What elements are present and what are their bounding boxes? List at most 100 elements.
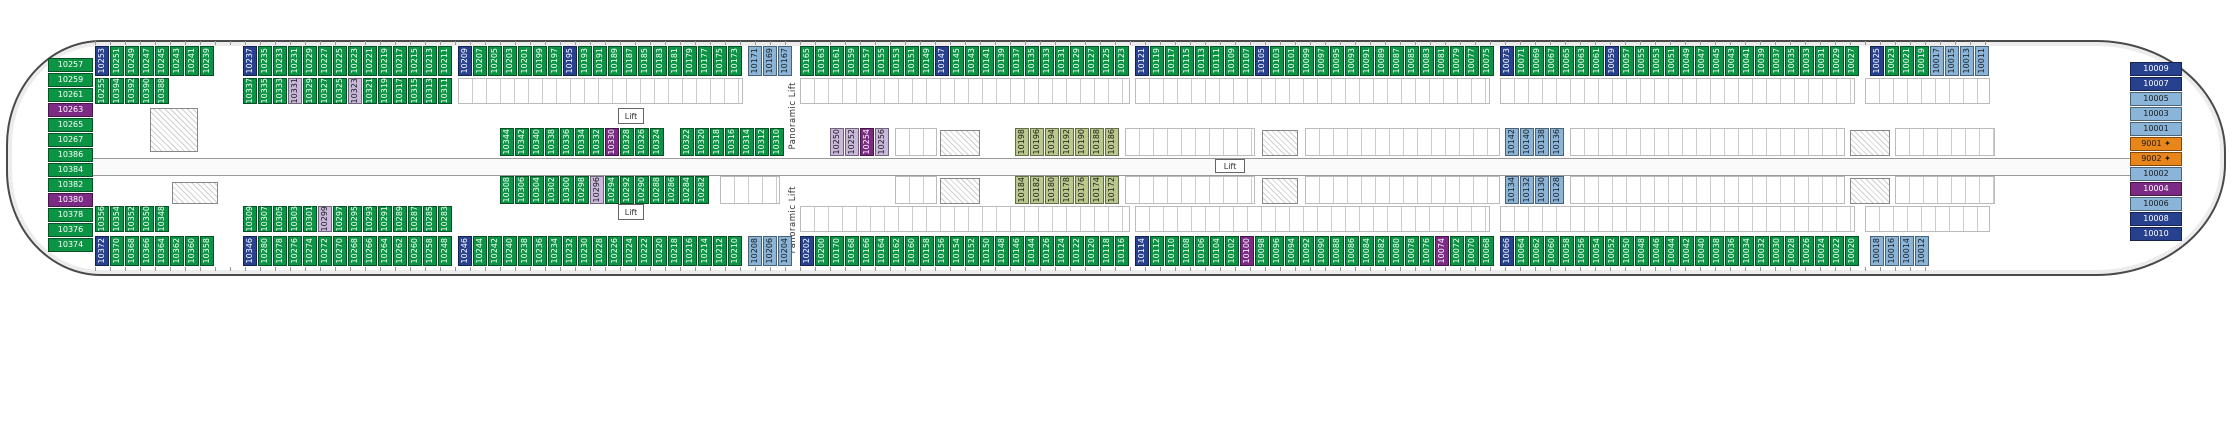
cabin-10136[interactable]: 10136 [1550, 128, 1564, 156]
cabin-10213[interactable]: 10213 [423, 46, 437, 76]
cabin-10276[interactable]: 10276 [288, 236, 302, 266]
cabin-10148[interactable]: 10148 [995, 236, 1009, 266]
cabin-10027[interactable]: 10027 [1845, 46, 1859, 76]
cabin-10257[interactable]: 10257 [48, 58, 93, 72]
cabin-10120[interactable]: 10120 [1085, 236, 1099, 266]
cabin-10077[interactable]: 10077 [1465, 46, 1479, 76]
cabin-10219[interactable]: 10219 [378, 46, 392, 76]
cabin-10388[interactable]: 10388 [155, 78, 169, 104]
cabin-10204[interactable]: 10204 [778, 236, 792, 266]
cabin-10159[interactable]: 10159 [845, 46, 859, 76]
cabin-10255[interactable]: 10255 [95, 78, 109, 104]
cabin-10260[interactable]: 10260 [408, 236, 422, 266]
cabin-10248[interactable]: 10248 [438, 236, 452, 266]
cabin-10313[interactable]: 10313 [423, 78, 437, 104]
cabin-10321[interactable]: 10321 [363, 78, 377, 104]
cabin-10080[interactable]: 10080 [1390, 236, 1404, 266]
cabin-10176[interactable]: 10176 [1075, 176, 1089, 204]
cabin-10021[interactable]: 10021 [1900, 46, 1914, 76]
cabin-10122[interactable]: 10122 [1070, 236, 1084, 266]
cabin-10082[interactable]: 10082 [1375, 236, 1389, 266]
cabin-10030[interactable]: 10030 [1770, 236, 1784, 266]
cabin-10228[interactable]: 10228 [593, 236, 607, 266]
cabin-10107[interactable]: 10107 [1240, 46, 1254, 76]
cabin-10068[interactable]: 10068 [1480, 236, 1494, 266]
cabin-10106[interactable]: 10106 [1195, 236, 1209, 266]
cabin-10061[interactable]: 10061 [1590, 46, 1604, 76]
cabin-10302[interactable]: 10302 [545, 176, 559, 204]
cabin-10043[interactable]: 10043 [1725, 46, 1739, 76]
cabin-10144[interactable]: 10144 [1025, 236, 1039, 266]
cabin-10035[interactable]: 10035 [1785, 46, 1799, 76]
cabin-10333[interactable]: 10333 [273, 78, 287, 104]
cabin-10163[interactable]: 10163 [815, 46, 829, 76]
cabin-10085[interactable]: 10085 [1405, 46, 1419, 76]
cabin-10195[interactable]: 10195 [563, 46, 577, 76]
cabin-10086[interactable]: 10086 [1345, 236, 1359, 266]
cabin-10081[interactable]: 10081 [1435, 46, 1449, 76]
cabin-10126[interactable]: 10126 [1040, 236, 1054, 266]
cabin-10037[interactable]: 10037 [1770, 46, 1784, 76]
cabin-10044[interactable]: 10044 [1665, 236, 1679, 266]
cabin-10147[interactable]: 10147 [935, 46, 949, 76]
cabin-10239[interactable]: 10239 [200, 46, 214, 76]
cabin-10114[interactable]: 10114 [1135, 236, 1149, 266]
cabin-10206[interactable]: 10206 [763, 236, 777, 266]
cabin-10308[interactable]: 10308 [500, 176, 514, 204]
cabin-10070[interactable]: 10070 [1465, 236, 1479, 266]
cabin-10184[interactable]: 10184 [1015, 176, 1029, 204]
cabin-10280[interactable]: 10280 [258, 236, 272, 266]
cabin-10181[interactable]: 10181 [668, 46, 682, 76]
cabin-10142[interactable]: 10142 [1505, 128, 1519, 156]
cabin-10287[interactable]: 10287 [408, 206, 422, 232]
cabin-10010[interactable]: 10010 [2130, 227, 2182, 241]
cabin-9002[interactable]: 9002 ✦ [2130, 152, 2182, 166]
cabin-10143[interactable]: 10143 [965, 46, 979, 76]
cabin-10202[interactable]: 10202 [800, 236, 814, 266]
cabin-10005[interactable]: 10005 [2130, 92, 2182, 106]
cabin-10394[interactable]: 10394 [110, 78, 124, 104]
cabin-10317[interactable]: 10317 [393, 78, 407, 104]
cabin-10076[interactable]: 10076 [1420, 236, 1434, 266]
cabin-10217[interactable]: 10217 [393, 46, 407, 76]
cabin-10232[interactable]: 10232 [563, 236, 577, 266]
cabin-10100[interactable]: 10100 [1240, 236, 1254, 266]
cabin-10109[interactable]: 10109 [1225, 46, 1239, 76]
cabin-10360[interactable]: 10360 [185, 236, 199, 266]
cabin-10066[interactable]: 10066 [1500, 236, 1514, 266]
cabin-10032[interactable]: 10032 [1755, 236, 1769, 266]
cabin-10179[interactable]: 10179 [683, 46, 697, 76]
cabin-10327[interactable]: 10327 [318, 78, 332, 104]
cabin-10338[interactable]: 10338 [545, 128, 559, 156]
cabin-10223[interactable]: 10223 [348, 46, 362, 76]
cabin-10168[interactable]: 10168 [845, 236, 859, 266]
cabin-10072[interactable]: 10072 [1450, 236, 1464, 266]
cabin-10177[interactable]: 10177 [698, 46, 712, 76]
cabin-10046[interactable]: 10046 [1650, 236, 1664, 266]
cabin-10146[interactable]: 10146 [1010, 236, 1024, 266]
cabin-10155[interactable]: 10155 [875, 46, 889, 76]
cabin-10289[interactable]: 10289 [393, 206, 407, 232]
cabin-10297[interactable]: 10297 [333, 206, 347, 232]
cabin-10196[interactable]: 10196 [1030, 128, 1044, 156]
cabin-10265[interactable]: 10265 [48, 118, 93, 132]
cabin-10307[interactable]: 10307 [258, 206, 272, 232]
cabin-10310[interactable]: 10310 [770, 128, 784, 156]
cabin-10145[interactable]: 10145 [950, 46, 964, 76]
cabin-10200[interactable]: 10200 [815, 236, 829, 266]
cabin-10352[interactable]: 10352 [125, 206, 139, 232]
cabin-10285[interactable]: 10285 [423, 206, 437, 232]
cabin-10178[interactable]: 10178 [1060, 176, 1074, 204]
cabin-10117[interactable]: 10117 [1165, 46, 1179, 76]
cabin-10133[interactable]: 10133 [1040, 46, 1054, 76]
cabin-10193[interactable]: 10193 [578, 46, 592, 76]
cabin-10337[interactable]: 10337 [243, 78, 257, 104]
cabin-10192[interactable]: 10192 [1060, 128, 1074, 156]
cabin-10079[interactable]: 10079 [1450, 46, 1464, 76]
cabin-10091[interactable]: 10091 [1360, 46, 1374, 76]
cabin-10298[interactable]: 10298 [575, 176, 589, 204]
cabin-10390[interactable]: 10390 [140, 78, 154, 104]
cabin-10306[interactable]: 10306 [515, 176, 529, 204]
cabin-10270[interactable]: 10270 [333, 236, 347, 266]
cabin-10263[interactable]: 10263 [48, 103, 93, 117]
